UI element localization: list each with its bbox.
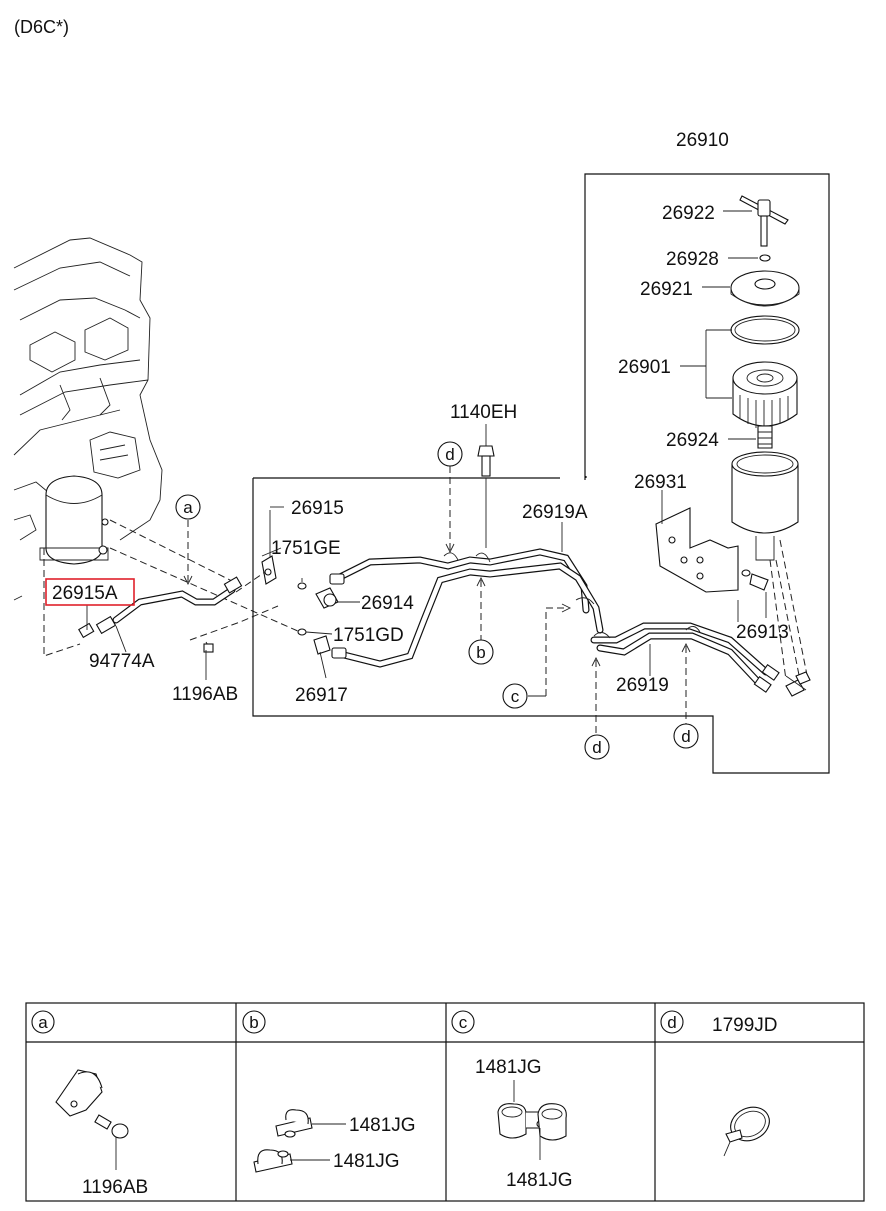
legend-key-c: c xyxy=(459,1013,468,1032)
label-1140EH: 1140EH xyxy=(450,402,517,423)
clip-pair-1481JG-illustration xyxy=(497,1103,567,1141)
legend-c-label-0: 1481JG xyxy=(475,1057,542,1078)
callout-d-letter: d xyxy=(445,445,454,464)
callout-a-letter: a xyxy=(183,498,193,517)
label-26919A: 26919A xyxy=(522,502,588,523)
label-1751GD: 1751GD xyxy=(333,625,404,646)
bolt-1140EH-illustration xyxy=(477,424,495,548)
label-26924: 26924 xyxy=(666,430,719,451)
label-26901: 26901 xyxy=(618,357,671,378)
callout-d-top[interactable]: d xyxy=(437,441,463,467)
label-26915: 26915 xyxy=(291,498,344,519)
clip-1196AB-illustration xyxy=(55,1069,129,1170)
label-26917: 26917 xyxy=(295,685,348,706)
callout-b-mid[interactable]: b xyxy=(468,639,494,665)
label-26915A: 26915A xyxy=(52,583,118,604)
callout-circles: a d b c d d xyxy=(175,441,699,760)
bracket-26915-illustration xyxy=(261,510,277,585)
label-26922: 26922 xyxy=(662,203,715,224)
cable-tie-1799JD-illustration xyxy=(723,1106,770,1157)
label-1196AB: 1196AB xyxy=(172,684,238,705)
legend-b-label-1: 1481JG xyxy=(333,1151,400,1172)
label-26913: 26913 xyxy=(736,622,789,643)
callout-leaders xyxy=(183,466,691,734)
callout-d-lower-left[interactable]: d xyxy=(584,734,610,760)
legend-cell-d: d 1799JD xyxy=(660,1010,778,1157)
legend-key-a: a xyxy=(38,1013,48,1032)
legend-a-label-0: 1196AB xyxy=(82,1177,148,1198)
legend-cell-b: b 1481JG 1481JG xyxy=(242,1010,416,1173)
engine-code-title: (D6C*) xyxy=(14,17,69,37)
clip-1481JG-illustration xyxy=(253,1109,313,1173)
label-26921: 26921 xyxy=(640,279,693,300)
legend-c-label-1: 1481JG xyxy=(506,1170,573,1191)
callout-b-letter: b xyxy=(476,643,485,662)
label-26931: 26931 xyxy=(634,472,687,493)
highlighted-part-26915A[interactable]: 26915A xyxy=(45,578,135,606)
callout-a-top[interactable]: a xyxy=(175,494,201,520)
label-26910: 26910 xyxy=(676,130,729,151)
label-leader-lines xyxy=(86,210,758,680)
callout-d-letter: d xyxy=(592,738,601,757)
legend-cell-c: c 1481JG 1481JG xyxy=(451,1010,573,1191)
engine-block-illustration xyxy=(13,237,163,601)
legend-cell-a: a 1196AB xyxy=(31,1010,148,1198)
hose-26919-illustration xyxy=(590,622,780,693)
callout-d-lower-right[interactable]: d xyxy=(673,723,699,749)
label-26919: 26919 xyxy=(616,675,669,696)
assembly-guide-lines xyxy=(43,519,301,657)
callout-d-letter: d xyxy=(681,727,690,746)
assembly-group-outline xyxy=(252,173,830,774)
legend-b-label-0: 1481JG xyxy=(349,1115,416,1136)
callout-c-letter: c xyxy=(511,687,520,706)
label-94774A: 94774A xyxy=(89,651,155,672)
label-1751GE: 1751GE xyxy=(271,538,341,559)
part-labels: 26910 26922 26928 26921 26901 26924 2693… xyxy=(89,130,789,706)
legend-key-d: d xyxy=(667,1013,676,1032)
label-26914: 26914 xyxy=(361,593,414,614)
pipe-94774A-illustration xyxy=(78,576,243,653)
legend-d-title: 1799JD xyxy=(712,1015,778,1036)
filter-assembly-illustration xyxy=(655,195,811,697)
hose-26919A-illustration xyxy=(329,548,604,668)
fittings-illustration xyxy=(297,582,339,655)
legend-key-b: b xyxy=(249,1013,258,1032)
callout-c-mid[interactable]: c xyxy=(502,683,528,709)
label-26928: 26928 xyxy=(666,249,719,270)
highlight-box xyxy=(45,578,135,606)
legend-table: a 1196AB b xyxy=(25,1002,865,1202)
